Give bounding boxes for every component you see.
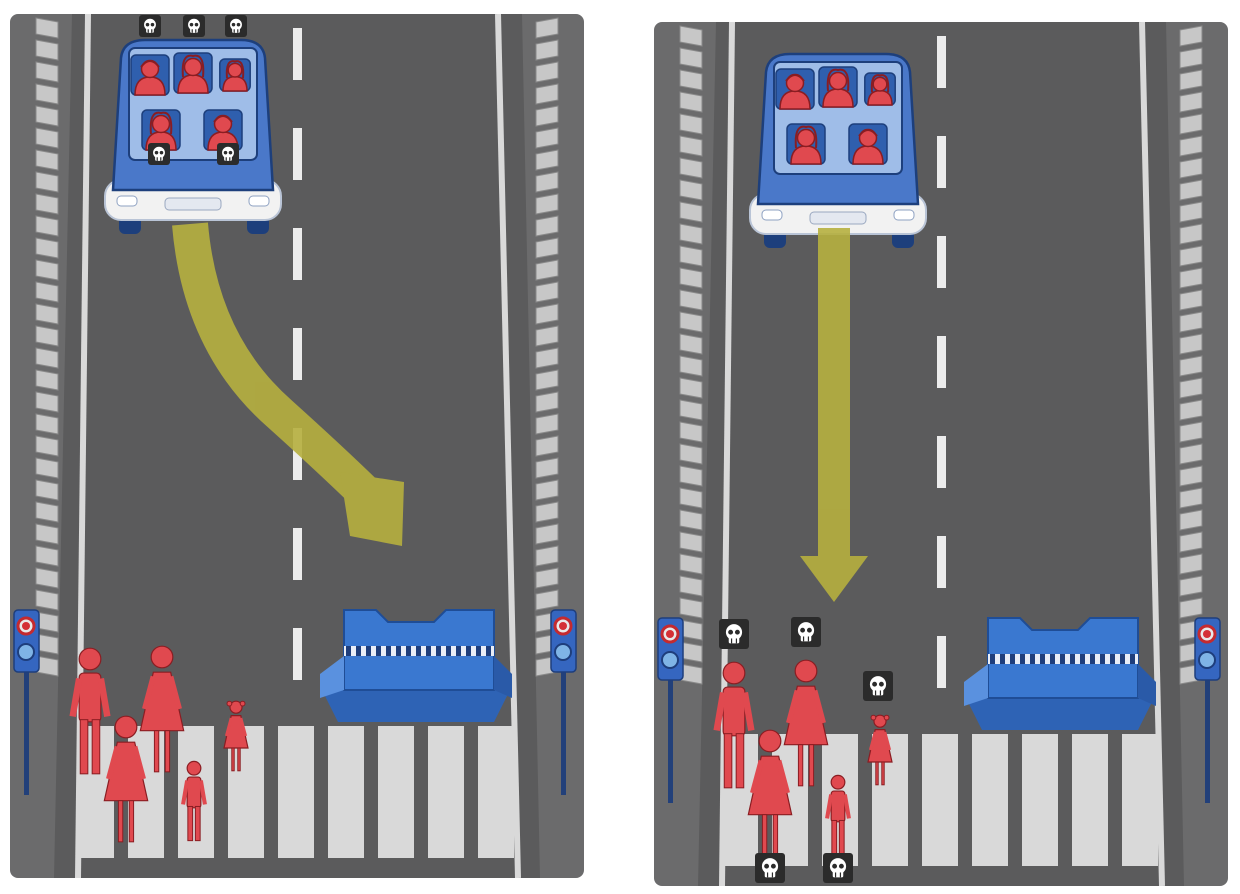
autonomous-car [749,52,927,248]
pedestrian-icon [139,645,185,773]
headlight [248,195,270,207]
road-edge-line [1139,22,1165,886]
autonomous-car [104,38,282,234]
grille [164,197,222,211]
skull-icon [148,143,170,165]
pedestrian-icon [223,700,249,772]
skull-icon [755,853,785,883]
trajectory-arrow [800,228,868,602]
pedestrian-icon [181,760,207,842]
skull-icon [183,15,205,37]
passenger-woman-icon [818,66,858,108]
passenger-woman-icon [786,123,826,165]
passenger-woman-icon [864,72,896,106]
pedestrian-icon [69,647,111,775]
headlight [116,195,138,207]
headlight [893,209,915,221]
scenario-left-option[interactable] [10,14,584,878]
skull-icon [217,143,239,165]
passenger-man-icon [848,123,888,165]
traffic-light-icon [13,609,40,795]
scenario-left-illustration [10,14,584,878]
pedestrian-icon [867,714,893,786]
pedestrian-icon [103,715,149,843]
grille [809,211,867,225]
pedestrian-icon [783,659,829,787]
concrete-barrier [964,617,1156,730]
skull-icon [139,15,161,37]
pedestrian-icon [825,774,851,856]
skull-icon [225,15,247,37]
concrete-barrier [320,609,512,722]
road-edge-line [495,14,521,878]
guard-rail [679,25,1203,685]
skull-icon [823,853,853,883]
traffic-light-icon [1194,617,1221,803]
headlight [761,209,783,221]
passenger-woman-icon [219,58,251,92]
pedestrian-icon [713,661,755,789]
trajectory-arrow [172,222,404,546]
casualty-markers [139,15,247,165]
pedestrian-icon [747,729,793,857]
traffic-light-icon [550,609,577,795]
traffic-light-icon [657,617,684,803]
skull-icon [791,617,821,647]
arrow-head [800,556,868,602]
scenario-right-illustration [654,22,1228,886]
guard-rail [35,17,559,677]
passenger-man-icon [130,54,170,96]
passenger-woman-icon [173,52,213,94]
passenger-man-icon [775,68,815,110]
skull-icon [863,671,893,701]
casualty-markers [719,617,893,883]
skull-icon [719,619,749,649]
pedestrian-group [713,659,893,857]
scenario-right-option[interactable] [654,22,1228,886]
pedestrian-group [69,645,249,843]
lane-divider [937,36,946,688]
